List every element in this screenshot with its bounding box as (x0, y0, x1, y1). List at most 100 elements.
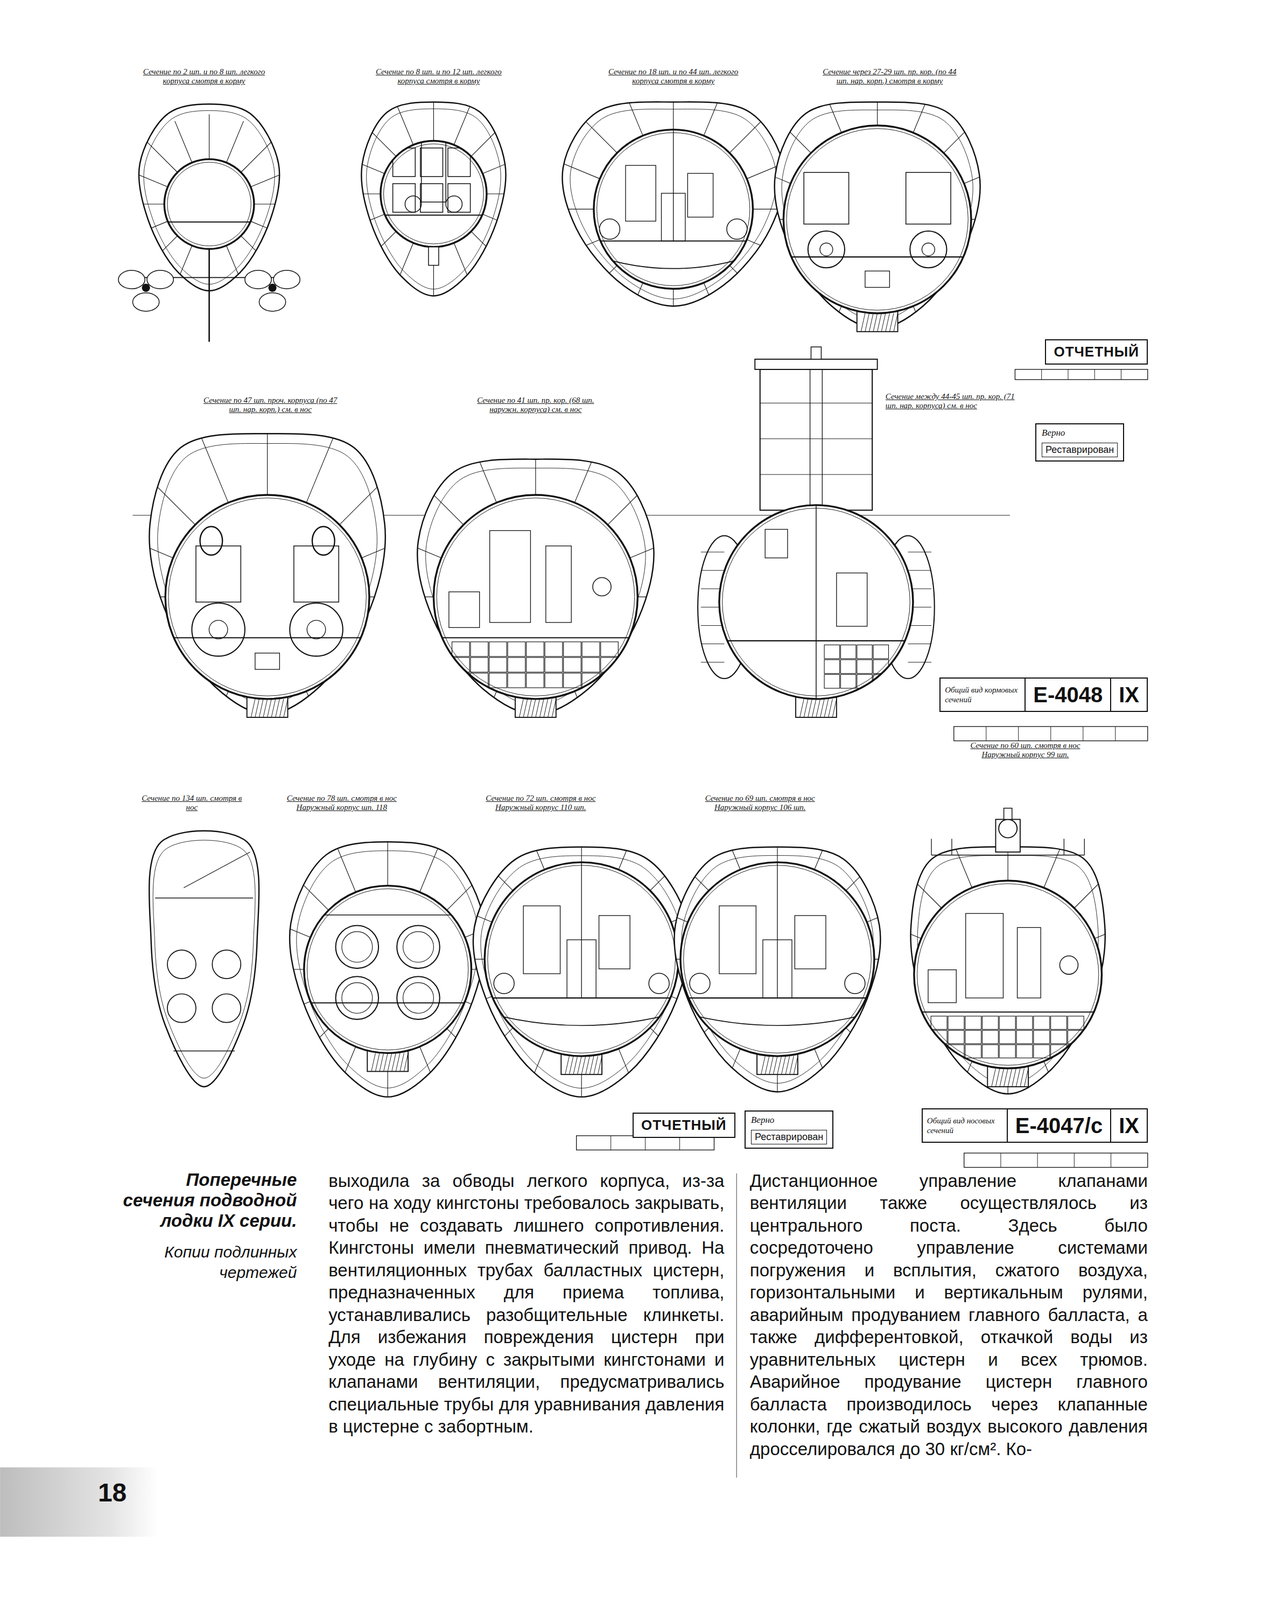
equipment (865, 270, 890, 287)
approval-stamp: ВерноРеставрирован (1035, 423, 1125, 462)
keel-hatch (565, 1055, 570, 1075)
frame-rib (834, 1009, 922, 1047)
frame-rib (913, 45, 950, 133)
frame-rib (845, 822, 915, 891)
frame-rib (208, 114, 210, 159)
frame-rib (254, 203, 299, 205)
equipment (452, 672, 470, 688)
lower-tank (484, 1012, 679, 1026)
keel-hatch (889, 313, 894, 332)
equipment (420, 148, 444, 177)
interior (680, 861, 875, 1026)
propeller-blade (258, 292, 286, 312)
frame-rib (943, 86, 1010, 153)
frame-rib (640, 1027, 709, 1096)
stamp-grid-line (1120, 369, 1122, 380)
frame-rib (1094, 1009, 1182, 1047)
keel-hatch (275, 698, 280, 718)
frame-rib (581, 765, 582, 862)
stamp-grid-line (1000, 1152, 1001, 1168)
frame-rib (226, 245, 244, 287)
keel-hatch (995, 1068, 1000, 1087)
section-caption: Сечение по 69 шп. смотря в нос Наружный … (694, 793, 826, 812)
equipment (1016, 1044, 1033, 1058)
deck-line (155, 897, 254, 899)
frame-rib (269, 1028, 329, 1088)
equipment (965, 913, 1004, 998)
frame-rib (433, 87, 434, 142)
light-hull (562, 101, 785, 306)
equipment (1050, 1015, 1068, 1030)
keel-hatch (379, 1052, 384, 1071)
keel-hatch (832, 698, 837, 718)
frame-rib (444, 1027, 514, 1096)
equipment (470, 641, 489, 657)
frame-rib (126, 169, 168, 187)
frame-rib (744, 86, 811, 153)
lower-tank (680, 1012, 875, 1026)
frame-rib (672, 288, 674, 369)
frame-rib (387, 801, 389, 886)
section-caption: Сечение по 41 шп. пр. кор. (68 шп. наруж… (464, 395, 607, 415)
frame-rib (358, 231, 397, 270)
frame-rib (913, 305, 950, 393)
keel-hatch (255, 698, 260, 718)
pressure-hull (164, 159, 255, 250)
section-caption: Сечение по 2 шп. и по 8 шп. легкого корп… (137, 67, 271, 86)
frame-rib (457, 690, 497, 785)
section-caption: Сечение по 78 шп. смотря в нос Наружный … (276, 793, 408, 812)
stamp-inscription: Реставрирован (1041, 442, 1118, 458)
frame-rib (689, 219, 784, 220)
keel-hatch (551, 698, 557, 718)
frame-rib (189, 690, 229, 785)
keel-hatch (769, 1055, 774, 1075)
cylinder-head (200, 526, 223, 556)
stamp-grid-line (1114, 726, 1116, 741)
equipment (544, 672, 563, 688)
frame-rib (907, 625, 932, 626)
hull-section (149, 830, 259, 1087)
frame-rib (1043, 800, 1080, 888)
rail-post (1084, 838, 1085, 855)
frame-rib (250, 221, 293, 239)
keel-hatch (548, 698, 553, 718)
keel-hatch (271, 698, 276, 718)
equipment (803, 172, 849, 224)
pressure-hull (380, 140, 487, 247)
keel-hatch (773, 1055, 778, 1075)
stamp-grid (964, 1152, 1148, 1168)
keel-hatch (885, 313, 890, 332)
equipment (1050, 1044, 1068, 1058)
frame-rib (361, 635, 456, 676)
equipment-round (335, 976, 380, 1020)
frame-rib (964, 147, 1051, 184)
frame-rib (145, 140, 178, 173)
keel-hatch (811, 698, 817, 718)
equipment-round (335, 925, 380, 969)
frame-rib (583, 958, 681, 960)
frame-rib (875, 1040, 942, 1107)
keel-hatch (569, 1055, 574, 1075)
series-mark: IX (1110, 678, 1147, 711)
keel-hatch (785, 1055, 790, 1075)
frame-rib (306, 408, 346, 503)
equipment (544, 641, 563, 657)
frame-rib (123, 452, 196, 525)
equipment (544, 657, 563, 672)
drawing-title: Общий вид кормовых сечений (940, 678, 1026, 711)
report-stamp: ОТЧЕТНЫЙ (1044, 339, 1148, 365)
keel-hatch (593, 1055, 599, 1075)
equipment-round (648, 972, 670, 994)
stamp-grid-line (1082, 726, 1084, 741)
keel-hatch (999, 1068, 1005, 1087)
frame-rib (250, 169, 293, 187)
frame-rib (241, 140, 273, 173)
equipment-round (289, 602, 343, 657)
equipment-round (819, 242, 833, 256)
bulkhead (580, 861, 582, 998)
equipment-round (808, 230, 845, 268)
frame-rib (471, 118, 509, 157)
stamp-inscription: Реставрирован (751, 1129, 827, 1145)
stamp-grid-line (1050, 726, 1051, 741)
rail-post (930, 838, 932, 855)
